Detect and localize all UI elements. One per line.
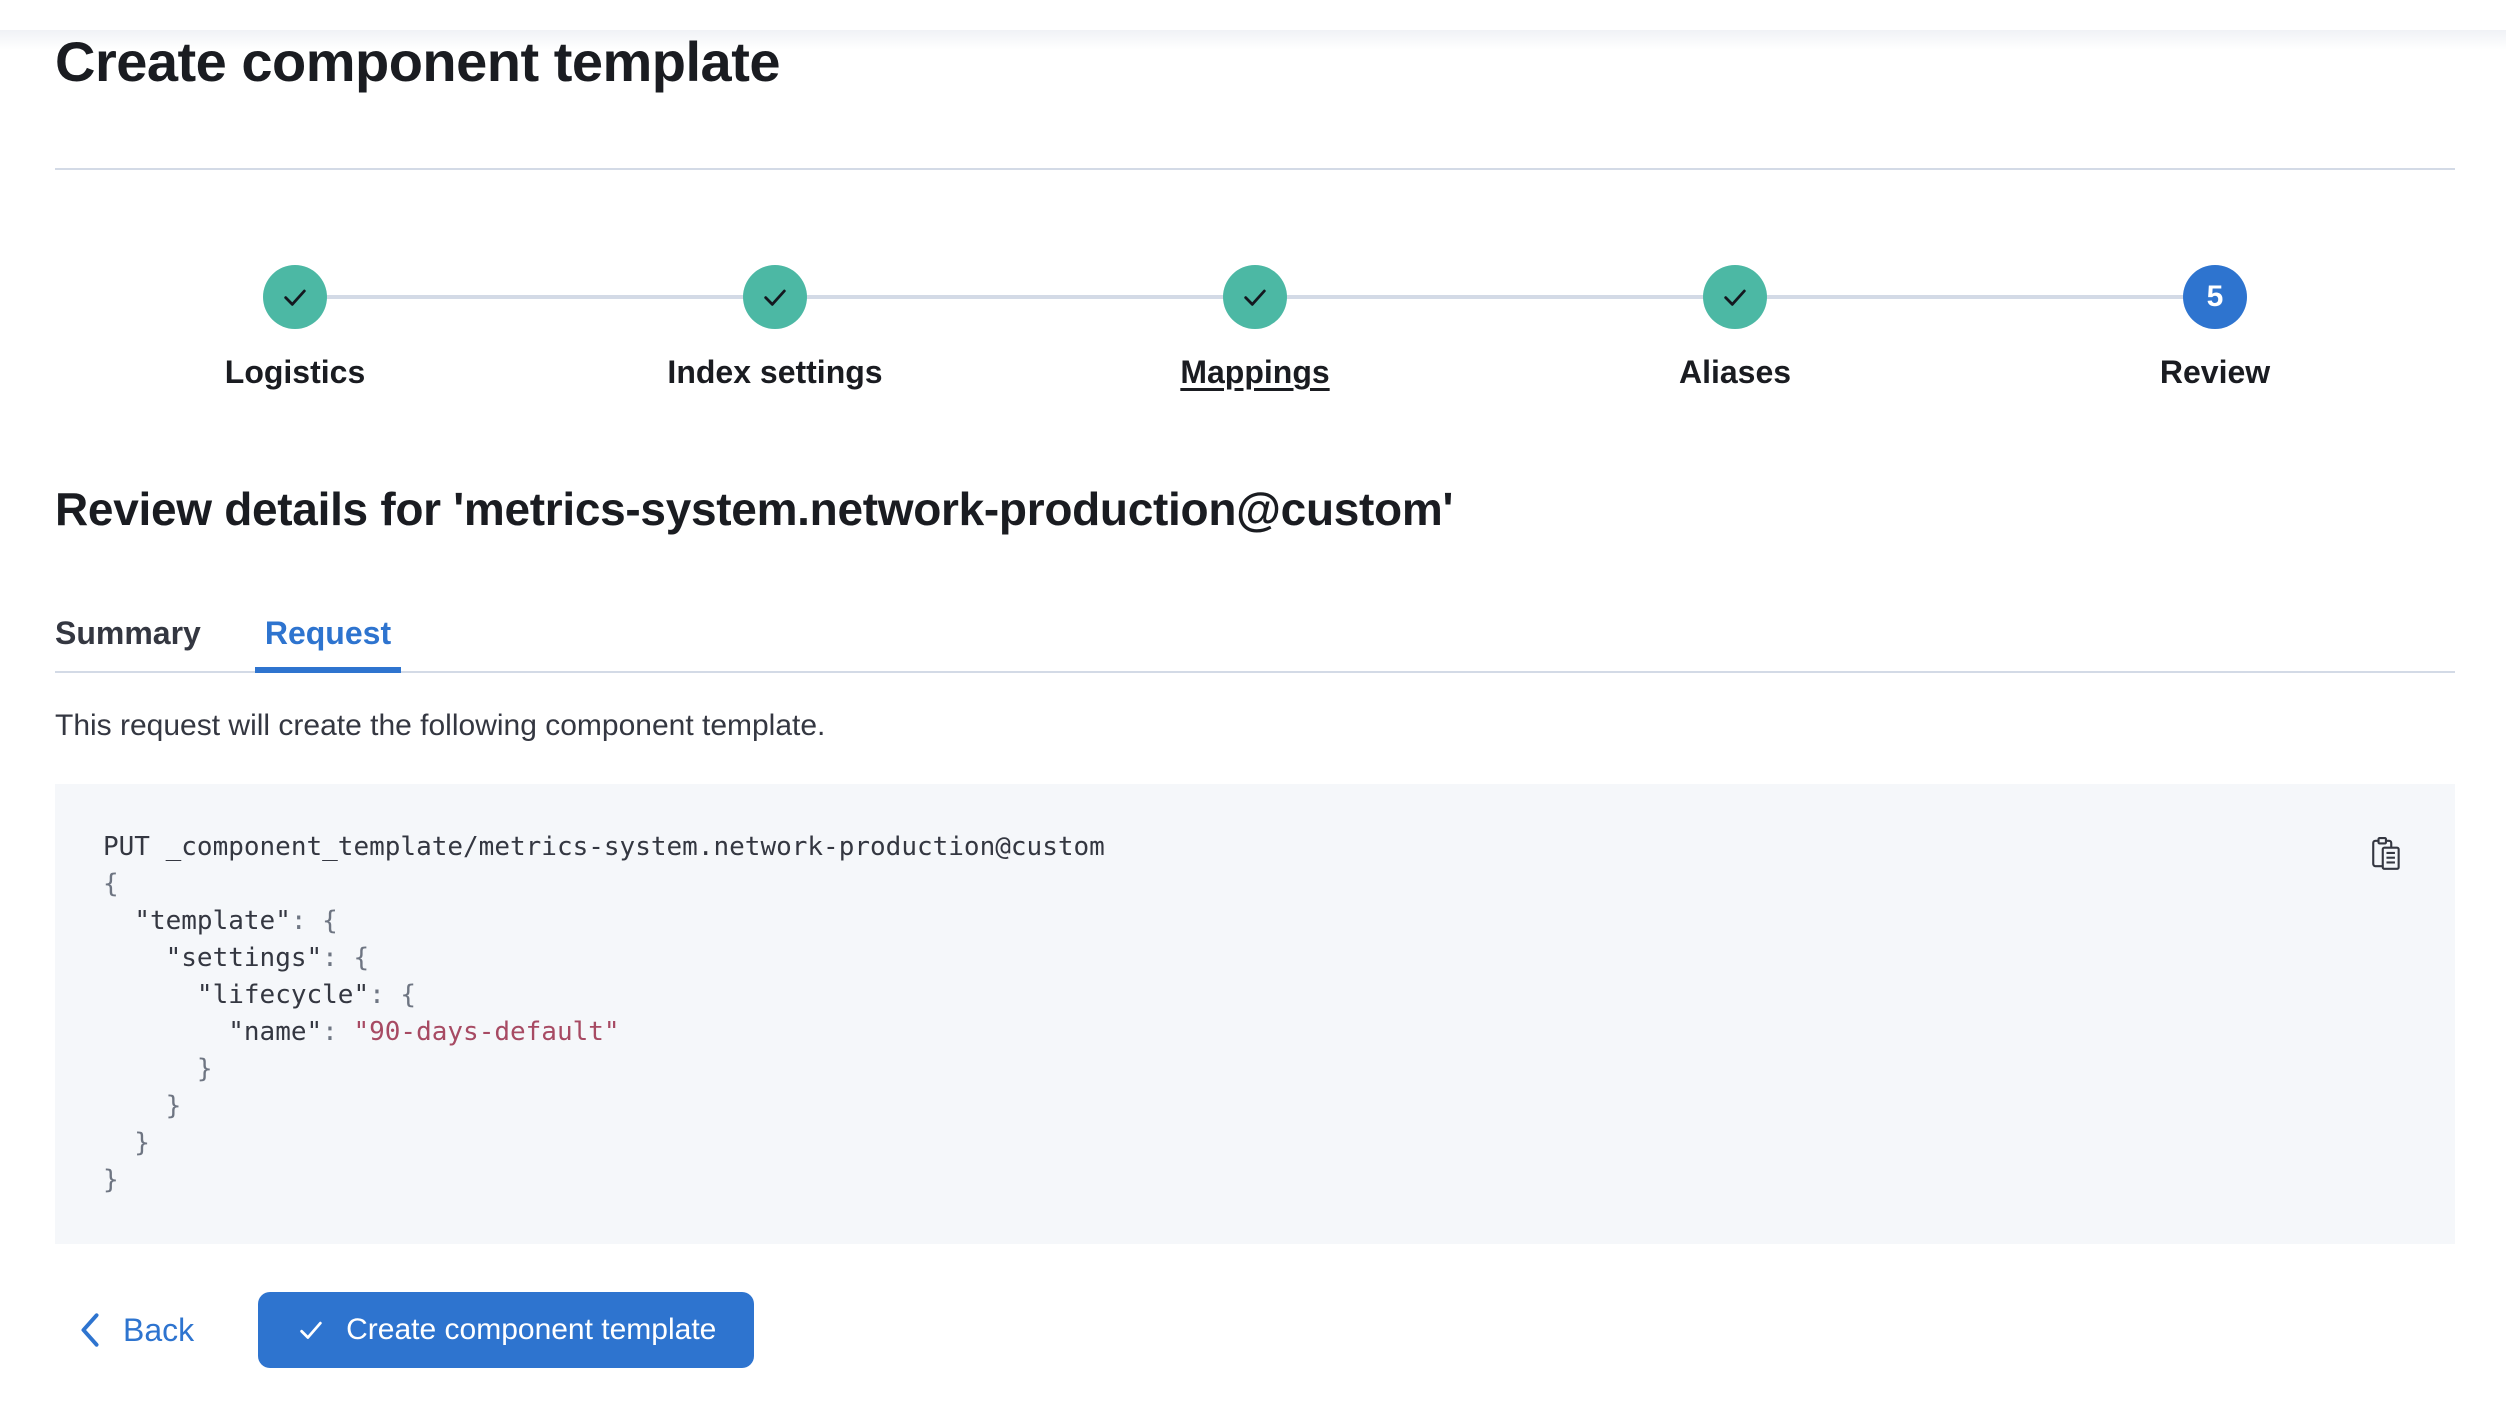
step-index-settings[interactable]: Index settings	[535, 265, 1015, 391]
code-line: {	[103, 869, 119, 899]
tab-summary[interactable]: Summary	[45, 615, 211, 673]
header-divider	[55, 168, 2455, 170]
code-line: }	[103, 1054, 213, 1084]
code-content: PUT _component_template/metrics-system.n…	[103, 829, 2410, 1199]
review-heading: Review details for 'metrics-system.netwo…	[55, 483, 1454, 535]
create-component-template-page: Create component template Logistics Index…	[0, 30, 2506, 1368]
step-label-mappings: Mappings	[1180, 354, 1330, 390]
chevron-left-icon	[81, 1313, 99, 1347]
copy-button[interactable]	[2365, 832, 2409, 876]
step-label-index-settings: Index settings	[667, 354, 883, 390]
step-number-badge: 5	[2183, 265, 2247, 329]
tab-request[interactable]: Request	[254, 615, 402, 673]
step-aliases[interactable]: Aliases	[1495, 265, 1975, 391]
request-description: This request will create the following c…	[55, 709, 826, 742]
code-line: }	[103, 1128, 150, 1158]
step-label-review: Review	[2159, 354, 2271, 390]
page-title: Create component template	[55, 30, 781, 93]
code-line: "settings": {	[165, 943, 370, 973]
step-complete-check-icon	[1703, 265, 1767, 329]
code-line: "template": {	[134, 906, 338, 936]
back-button[interactable]: Back	[77, 1312, 194, 1349]
step-complete-check-icon	[743, 265, 807, 329]
step-label-logistics: Logistics	[224, 354, 366, 390]
create-component-template-button[interactable]: Create component template	[258, 1292, 755, 1368]
check-icon	[300, 1321, 322, 1339]
code-line: "lifecycle": {	[196, 980, 417, 1010]
code-line: }	[103, 1091, 182, 1121]
back-button-label: Back	[123, 1311, 195, 1348]
code-line: }	[103, 1165, 119, 1195]
step-mappings[interactable]: Mappings	[1015, 265, 1495, 391]
code-line: PUT _component_template/metrics-system.n…	[103, 832, 1105, 862]
step-complete-check-icon	[1223, 265, 1287, 329]
step-complete-check-icon	[263, 265, 327, 329]
create-component-template-label: Create component template	[346, 1313, 717, 1346]
step-label-aliases: Aliases	[1678, 354, 1792, 390]
copy-clipboard-icon	[2372, 837, 2400, 870]
request-code-block: PUT _component_template/metrics-system.n…	[55, 784, 2455, 1244]
step-logistics[interactable]: Logistics	[55, 265, 535, 391]
code-line: "name": "90-days-default"	[228, 1017, 620, 1047]
footer-actions: Back Create component template	[55, 1292, 2455, 1368]
